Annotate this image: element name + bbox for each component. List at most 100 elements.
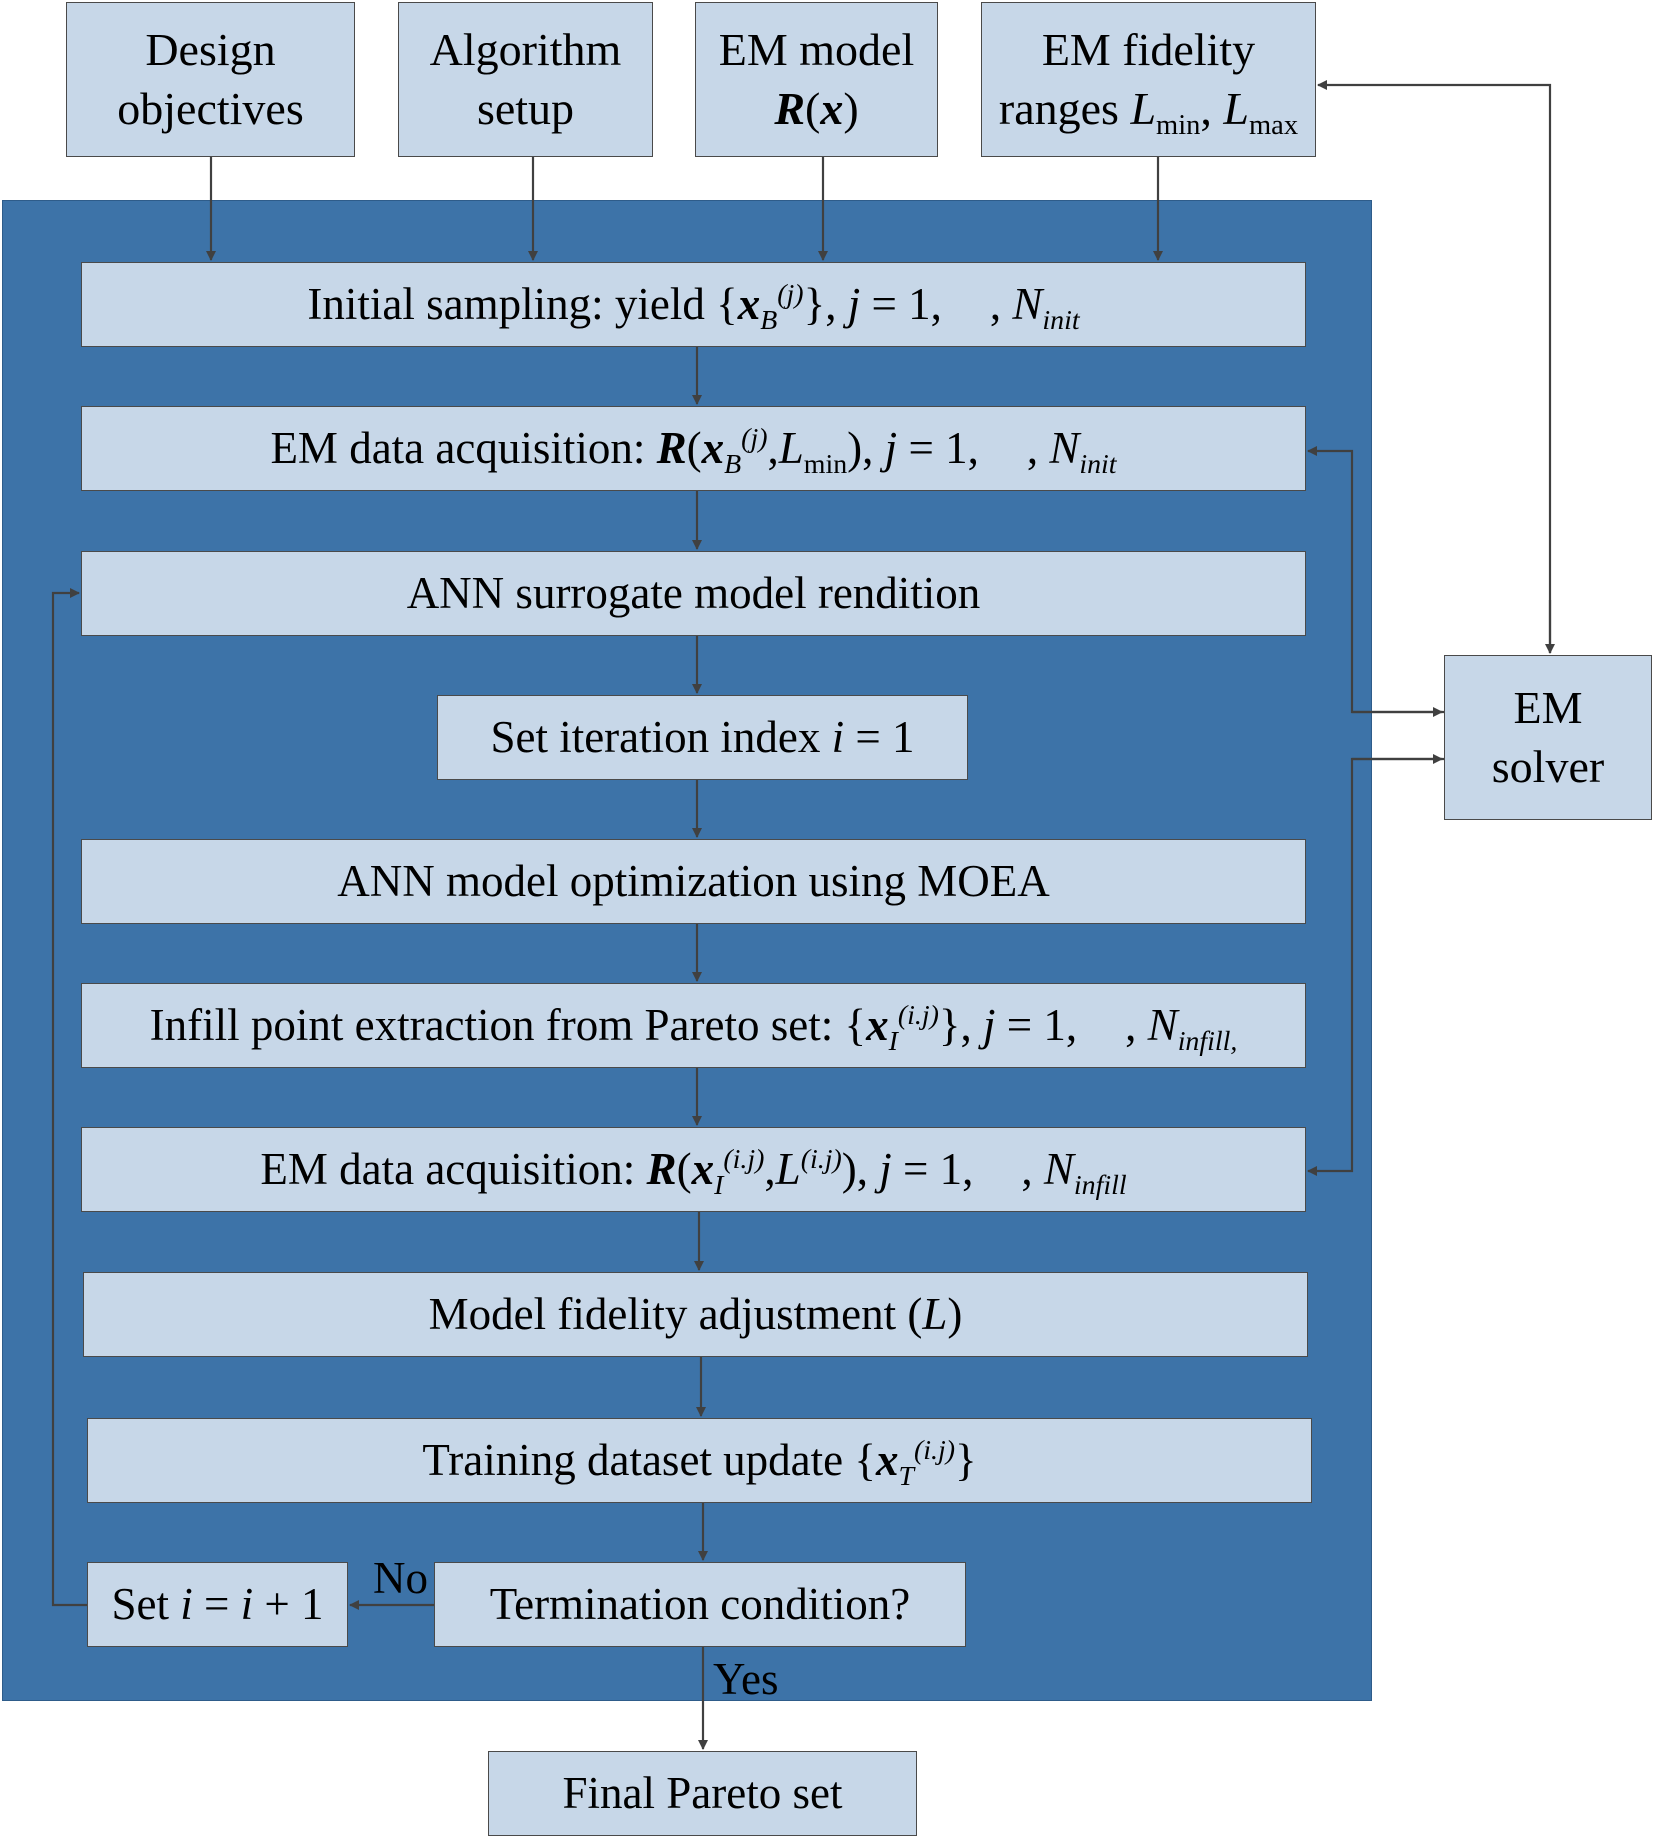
j-symbol: j bbox=[884, 423, 898, 474]
ann-rendition-text: ANN surrogate model rendition bbox=[406, 568, 981, 619]
n-symbol: N bbox=[1147, 1000, 1178, 1051]
em-solver-box: EM solver bbox=[1444, 655, 1652, 820]
arrow-solver-to-emdata-infill bbox=[1307, 757, 1444, 1176]
ij-superscript-2: (i.j) bbox=[800, 1144, 842, 1176]
em-fidelity-box: EM fidelity ranges Lmin, Lmax bbox=[981, 2, 1316, 157]
algorithm-setup-line1: Algorithm bbox=[429, 24, 622, 76]
em-data-infill-text: EM data acquisition: bbox=[260, 1144, 647, 1195]
i-subscript: I bbox=[714, 1170, 724, 1202]
final-pareto-box: Final Pareto set bbox=[488, 1751, 917, 1836]
arrow-solver-to-emdata-init bbox=[1307, 446, 1444, 714]
x-symbol: x bbox=[866, 1000, 889, 1051]
l-symbol-2: L bbox=[1223, 82, 1249, 134]
paren-close: ) bbox=[947, 1289, 963, 1340]
set-i-increment-box: Set i = i + 1 bbox=[87, 1562, 348, 1647]
em-fidelity-line1: EM fidelity bbox=[1041, 24, 1256, 76]
fidelity-adjustment-text: Model fidelity adjustment ( bbox=[428, 1289, 923, 1340]
min-subscript: min bbox=[1156, 109, 1201, 141]
algorithm-setup-line2: setup bbox=[476, 82, 575, 134]
design-objectives-box: Design objectives bbox=[66, 2, 355, 157]
n-symbol: N bbox=[1043, 1144, 1074, 1195]
em-model-symbol-r: R bbox=[774, 82, 805, 134]
brace-close: } bbox=[955, 1435, 977, 1486]
infill-subscript: infill, bbox=[1177, 1026, 1238, 1058]
arrow-solver-to-fidelity bbox=[1317, 80, 1552, 653]
i-symbol: i bbox=[831, 712, 845, 763]
arrow-loop-back bbox=[51, 588, 87, 1607]
algorithm-setup-box: Algorithm setup bbox=[398, 2, 653, 157]
set-iteration-text: Set iteration index bbox=[490, 712, 832, 763]
l-symbol: L bbox=[778, 423, 804, 474]
j-symbol: j bbox=[879, 1144, 892, 1195]
design-objectives-line1: Design bbox=[145, 24, 276, 76]
j-symbol: j bbox=[847, 279, 861, 330]
l-symbol: L bbox=[1130, 82, 1157, 134]
r-symbol: R bbox=[656, 423, 687, 474]
init-subscript: init bbox=[1042, 305, 1080, 337]
infill-extraction-text: Infill point extraction from Pareto set:… bbox=[149, 1000, 867, 1051]
eq-sign: = bbox=[192, 1579, 241, 1630]
em-model-box: EM model R(x) bbox=[695, 2, 938, 157]
i-subscript: I bbox=[888, 1026, 898, 1058]
em-data-init-text: EM data acquisition: bbox=[270, 423, 657, 474]
ann-optimization-box: ANN model optimization using MOEA bbox=[81, 839, 1306, 924]
em-solver-line2: solver bbox=[1491, 740, 1605, 792]
x-symbol: x bbox=[737, 279, 761, 330]
initial-sampling-box: Initial sampling: yield {xB(j)}, j = 1,,… bbox=[81, 262, 1306, 347]
b-subscript: B bbox=[760, 305, 778, 337]
final-pareto-text: Final Pareto set bbox=[562, 1768, 843, 1819]
l-symbol: L bbox=[775, 1144, 801, 1195]
set-iteration-box: Set iteration index i = 1 bbox=[437, 695, 968, 780]
eq-one: = 1, bbox=[891, 1144, 974, 1195]
eq-one: = 1, bbox=[995, 1000, 1078, 1051]
r-symbol: R bbox=[646, 1144, 677, 1195]
infill-subscript: infill bbox=[1073, 1170, 1127, 1202]
yes-label: Yes bbox=[713, 1654, 779, 1704]
ij-superscript: (i.j) bbox=[913, 1435, 956, 1467]
l-symbol: L bbox=[922, 1289, 948, 1340]
eq-one: = 1, bbox=[860, 279, 942, 330]
infill-extraction-box: Infill point extraction from Pareto set:… bbox=[81, 983, 1306, 1068]
em-model-symbol-x: x bbox=[820, 82, 844, 134]
design-objectives-line2: objectives bbox=[117, 82, 304, 134]
b-subscript: B bbox=[724, 449, 742, 481]
eq-one: = 1, bbox=[897, 423, 979, 474]
j-superscript: (j) bbox=[777, 279, 804, 311]
init-subscript: init bbox=[1079, 449, 1117, 481]
em-fidelity-prefix: ranges bbox=[998, 82, 1131, 134]
min-subscript: min bbox=[803, 449, 848, 481]
max-subscript: max bbox=[1249, 109, 1299, 141]
ij-superscript: (i.j) bbox=[897, 1000, 939, 1032]
termination-box: Termination condition? bbox=[434, 1562, 966, 1647]
training-update-text: Training dataset update { bbox=[422, 1435, 876, 1486]
j-symbol: j bbox=[983, 1000, 996, 1051]
initial-sampling-text: Initial sampling: yield { bbox=[307, 279, 738, 330]
n-symbol: N bbox=[1012, 279, 1043, 330]
t-subscript: T bbox=[898, 1461, 914, 1493]
training-update-box: Training dataset update {xT(i.j)} bbox=[87, 1418, 1312, 1503]
ann-rendition-box: ANN surrogate model rendition bbox=[81, 551, 1306, 636]
n-symbol: N bbox=[1049, 423, 1080, 474]
eq-one: = 1 bbox=[844, 712, 915, 763]
no-label: No bbox=[373, 1553, 428, 1603]
em-solver-line1: EM bbox=[1513, 682, 1583, 734]
brace-close: }, bbox=[803, 279, 848, 330]
ann-optimization-text: ANN model optimization using MOEA bbox=[337, 856, 1050, 907]
termination-text: Termination condition? bbox=[489, 1579, 911, 1630]
x-symbol: x bbox=[701, 423, 725, 474]
i-symbol-2: i bbox=[240, 1579, 254, 1630]
x-symbol: x bbox=[691, 1144, 715, 1195]
set-text: Set bbox=[111, 1579, 181, 1630]
fidelity-adjustment-box: Model fidelity adjustment (L) bbox=[83, 1272, 1308, 1357]
comma-sep: , bbox=[989, 279, 1013, 330]
em-data-infill-box: EM data acquisition: R(xI(i.j),L(i.j)), … bbox=[81, 1127, 1306, 1212]
x-symbol: x bbox=[875, 1435, 899, 1486]
em-data-init-box: EM data acquisition: R(xB(j),Lmin), j = … bbox=[81, 406, 1306, 491]
j-superscript: (j) bbox=[741, 423, 768, 455]
plus-one: + 1 bbox=[253, 1579, 324, 1630]
em-model-line1: EM model bbox=[718, 24, 915, 76]
ij-superscript: (i.j) bbox=[723, 1144, 765, 1176]
i-symbol: i bbox=[180, 1579, 193, 1630]
